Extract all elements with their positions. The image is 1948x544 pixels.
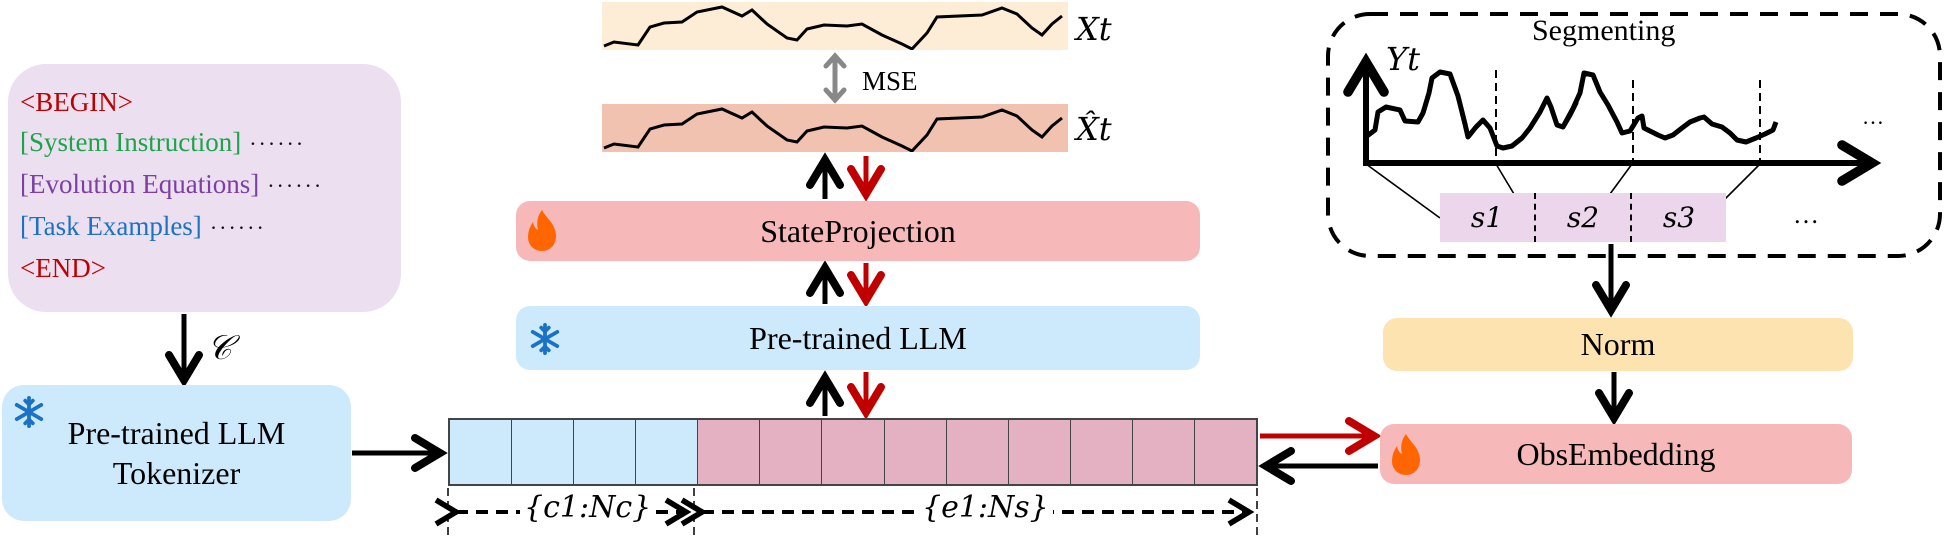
ellipsis: ······ — [209, 215, 266, 240]
norm-block: Norm — [1383, 318, 1853, 371]
mse-double-arrow — [823, 52, 847, 104]
fire-icon — [1392, 434, 1420, 475]
context-token-cell — [574, 420, 637, 484]
context-token-span-label: {c1:Nc} — [520, 490, 656, 525]
context-token-cell — [450, 420, 513, 484]
target-signal-panel — [602, 2, 1068, 51]
snowflake-icon — [14, 395, 44, 429]
embedding-token-cell — [760, 420, 823, 484]
ellipsis: ······ — [267, 173, 324, 198]
prompt-evolution-equations: [Evolution Equations] ······ — [20, 164, 401, 206]
series-label: Yt — [1386, 40, 1420, 78]
embedding-token-cell — [1070, 420, 1133, 484]
tokenizer-block: Pre-trained LLM Tokenizer — [2, 385, 351, 521]
obs-embedding-label: ObsEmbedding — [1516, 435, 1716, 472]
segments-ellipsis: … — [1793, 200, 1819, 229]
segment-cells: s1 s2 s3 — [1440, 193, 1726, 242]
prompt-template-box: <BEGIN> [System Instruction] ······ [Evol… — [8, 64, 401, 312]
tokenizer-label-line1: Pre-trained LLM — [67, 415, 286, 451]
target-signal-label: Xt — [1076, 10, 1112, 48]
state-projection-block: StateProjection — [516, 201, 1200, 261]
prompt-begin-token: <BEGIN> — [20, 87, 133, 117]
fire-icon — [528, 210, 556, 251]
evolution-equations-label: [Evolution Equations] — [20, 169, 260, 199]
segment-cell: s1 — [1440, 193, 1536, 242]
pretrained-llm-label: Pre-trained LLM — [749, 319, 967, 356]
token-sequence — [448, 418, 1258, 486]
embedding-token-span-label: {e1:Ns} — [918, 490, 1053, 525]
embedding-token-cell — [1132, 420, 1195, 484]
embedding-token-cell — [884, 420, 947, 484]
mse-loss-label: MSE — [862, 66, 918, 96]
segmenting-title: Segmenting — [1532, 14, 1676, 47]
embedding-token-cell — [1194, 420, 1257, 484]
segmenting-frame — [1326, 12, 1942, 258]
tokenizer-label-line2: Tokenizer — [112, 455, 241, 491]
series-continuation-ellipsis: … — [1862, 104, 1884, 129]
task-examples-label: [Task Examples] — [20, 211, 202, 241]
prompt-end-token: <END> — [20, 253, 106, 283]
context-token-cell — [636, 420, 699, 484]
embedding-token-cell — [822, 420, 885, 484]
system-instruction-label: [System Instruction] — [20, 127, 242, 157]
prompt-task-examples: [Task Examples] ······ — [20, 206, 401, 248]
target-signal-curve — [603, 5, 1063, 51]
obs-embedding-block: ObsEmbedding — [1380, 424, 1852, 484]
ellipsis: ······ — [249, 131, 306, 156]
embedding-token-cell — [698, 420, 761, 484]
pretrained-llm-block: Pre-trained LLM — [516, 306, 1200, 370]
prediction-signal-panel — [602, 104, 1068, 153]
state-projection-label: StateProjection — [760, 212, 956, 249]
embedding-token-cell — [946, 420, 1009, 484]
prediction-signal-label: X̂t — [1076, 110, 1112, 148]
norm-label: Norm — [1580, 326, 1656, 362]
segment-cell: s2 — [1536, 193, 1632, 242]
series-curve — [1365, 69, 1779, 151]
snowflake-icon — [530, 322, 560, 356]
prompt-edge-label: 𝒞 — [207, 328, 232, 368]
embedding-token-cell — [1008, 420, 1071, 484]
segment-cell: s3 — [1662, 201, 1696, 234]
prompt-system-instruction: [System Instruction] ······ — [20, 122, 401, 164]
prediction-signal-curve — [603, 107, 1063, 153]
context-token-cell — [512, 420, 575, 484]
